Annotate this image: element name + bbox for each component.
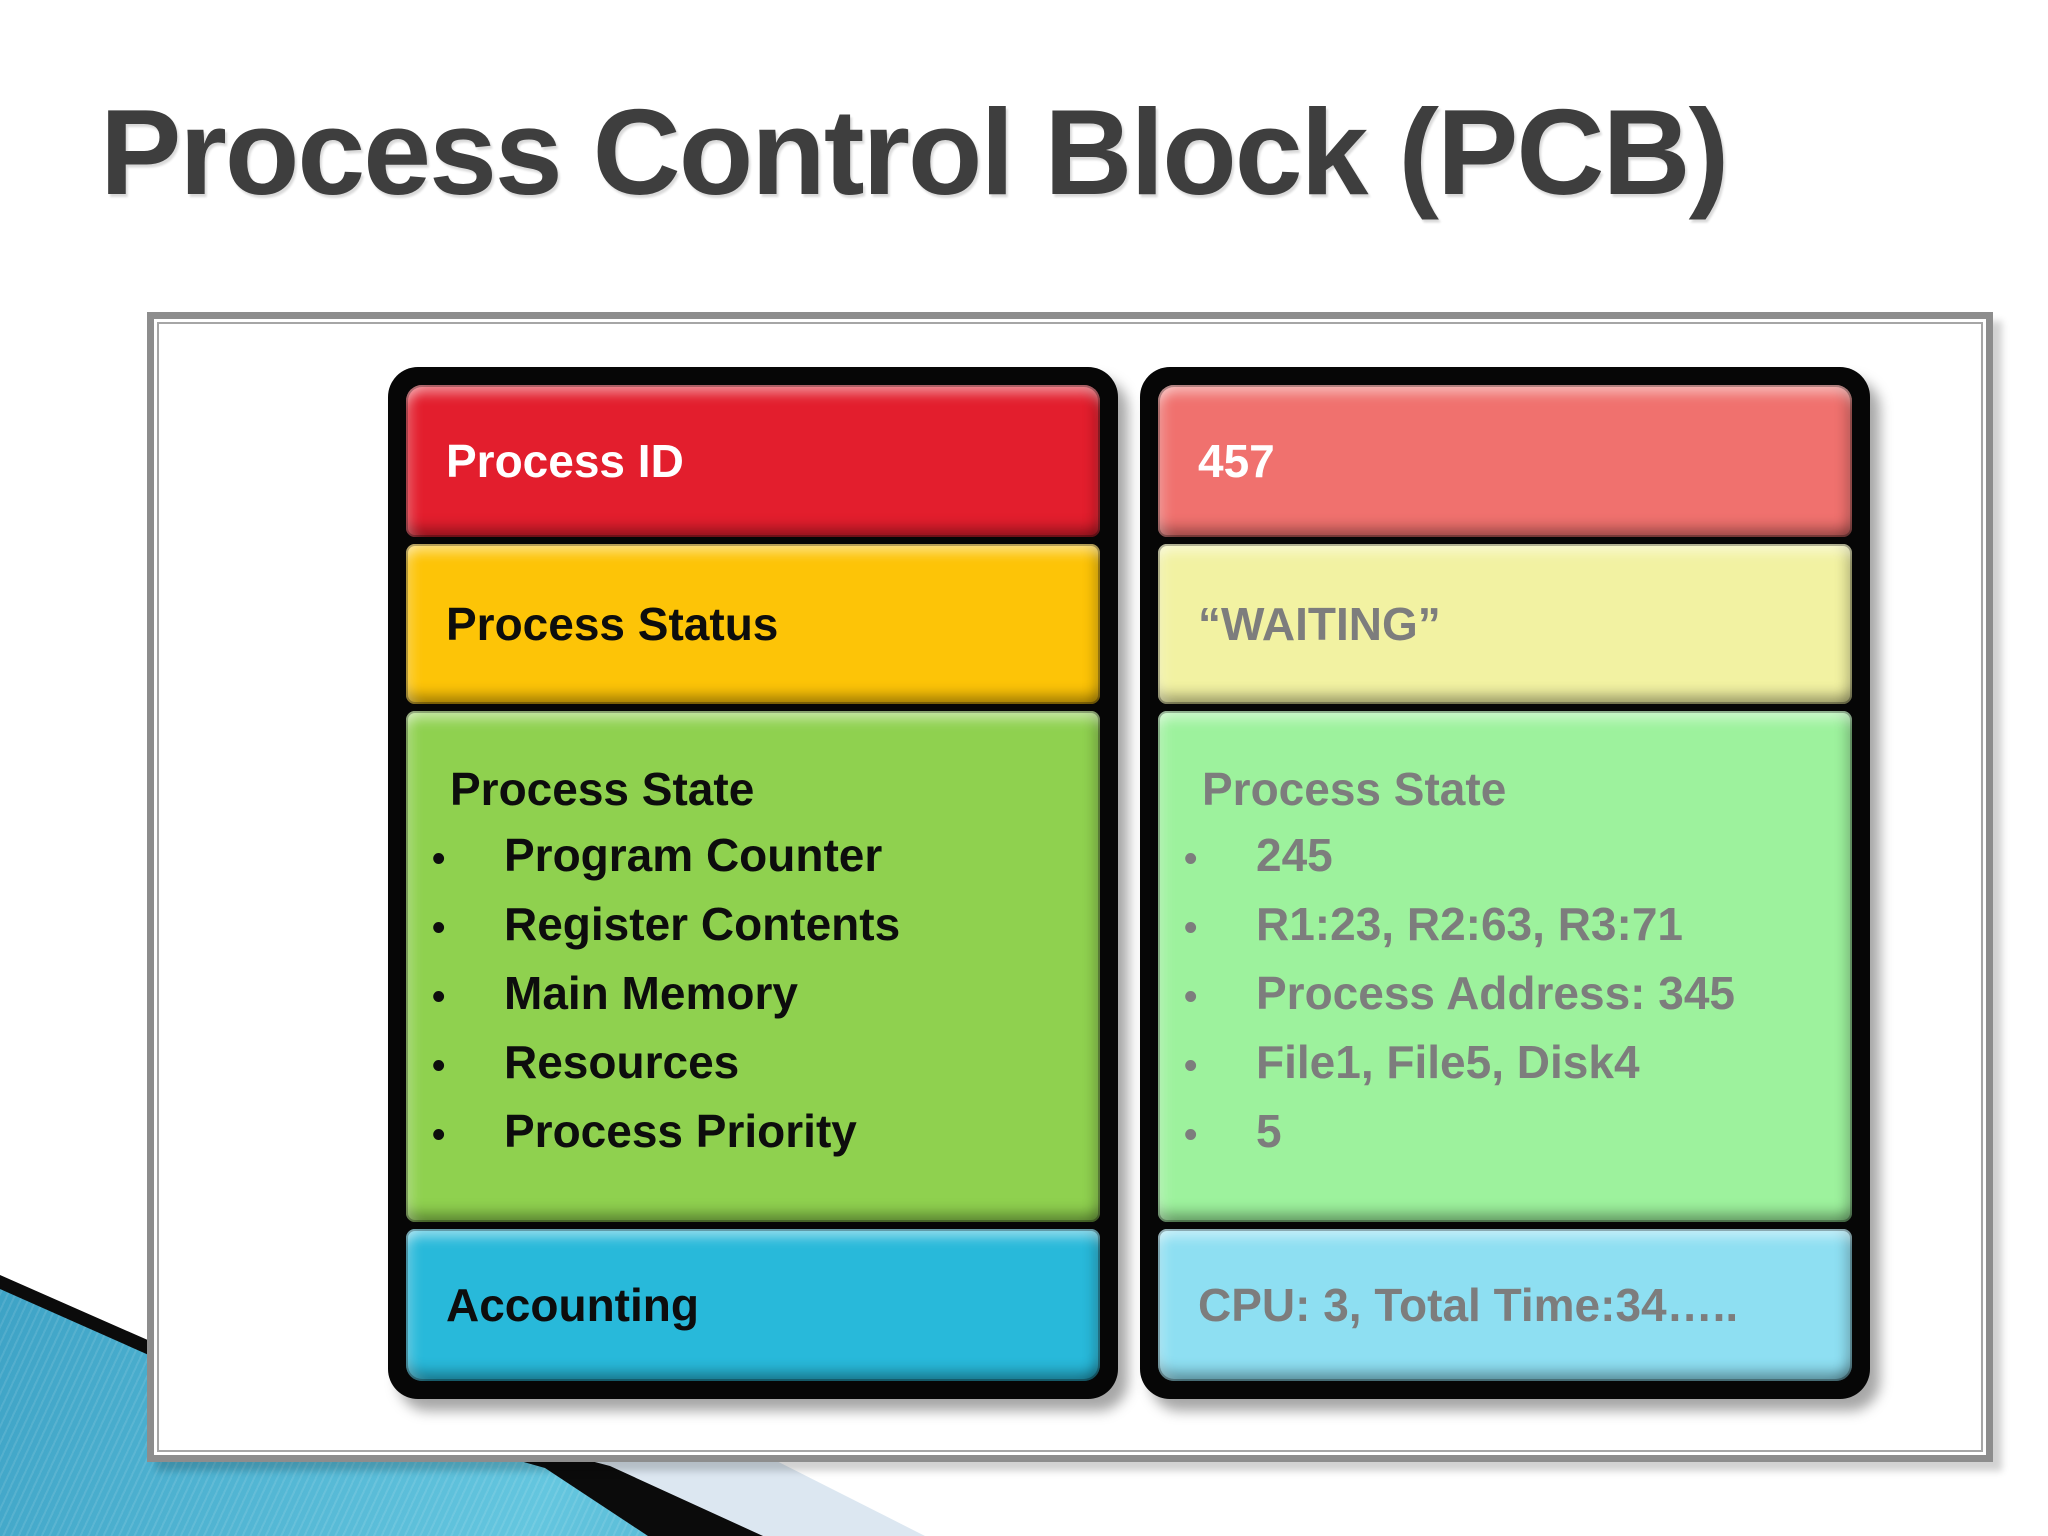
value-process-id-text: 457 — [1198, 434, 1275, 487]
state-item: •Main Memory — [406, 961, 1100, 1030]
value-process-state-list: •245 •R1:23, R2:63, R3:71 •Process Addre… — [1158, 823, 1852, 1168]
state-item: •245 — [1158, 823, 1852, 892]
state-item: •File1, File5, Disk4 — [1158, 1030, 1852, 1099]
bullet-icon: • — [1184, 1114, 1198, 1156]
field-accounting-label: Accounting — [446, 1278, 699, 1331]
field-process-id: Process ID — [406, 385, 1100, 537]
page-title: Process Control Block (PCB) — [100, 84, 1729, 220]
value-process-state: Process State •245 •R1:23, R2:63, R3:71 … — [1158, 711, 1852, 1222]
state-item: •Process Address: 345 — [1158, 961, 1852, 1030]
state-item: •Resources — [406, 1030, 1100, 1099]
bullet-icon: • — [432, 1045, 446, 1087]
bullet-icon: • — [1184, 1045, 1198, 1087]
value-process-status: “WAITING” — [1158, 544, 1852, 704]
field-process-state-heading: Process State — [450, 763, 755, 815]
bullet-icon: • — [1184, 838, 1198, 880]
pcb-values-column: 457 “WAITING” Process State •245 •R1:23,… — [1140, 367, 1870, 1399]
pcb-fields-column: Process ID Process Status Process State … — [388, 367, 1118, 1399]
state-item: •Process Priority — [406, 1099, 1100, 1168]
field-accounting: Accounting — [406, 1229, 1100, 1381]
value-accounting: CPU: 3, Total Time:34….. — [1158, 1229, 1852, 1381]
state-item: •Register Contents — [406, 892, 1100, 961]
bullet-icon: • — [432, 907, 446, 949]
bullet-icon: • — [1184, 976, 1198, 1018]
value-accounting-text: CPU: 3, Total Time:34….. — [1198, 1278, 1739, 1331]
bullet-icon: • — [432, 1114, 446, 1156]
field-process-state-list: •Program Counter •Register Contents •Mai… — [406, 823, 1100, 1168]
state-item: •R1:23, R2:63, R3:71 — [1158, 892, 1852, 961]
state-item: •5 — [1158, 1099, 1852, 1168]
bullet-icon: • — [1184, 907, 1198, 949]
value-process-state-heading: Process State — [1202, 763, 1507, 815]
field-process-status: Process Status — [406, 544, 1100, 704]
field-process-id-label: Process ID — [446, 434, 684, 487]
state-item: •Program Counter — [406, 823, 1100, 892]
value-process-status-text: “WAITING” — [1198, 597, 1441, 650]
bullet-icon: • — [432, 976, 446, 1018]
value-process-id: 457 — [1158, 385, 1852, 537]
field-process-status-label: Process Status — [446, 597, 779, 650]
field-process-state: Process State •Program Counter •Register… — [406, 711, 1100, 1222]
bullet-icon: • — [432, 838, 446, 880]
